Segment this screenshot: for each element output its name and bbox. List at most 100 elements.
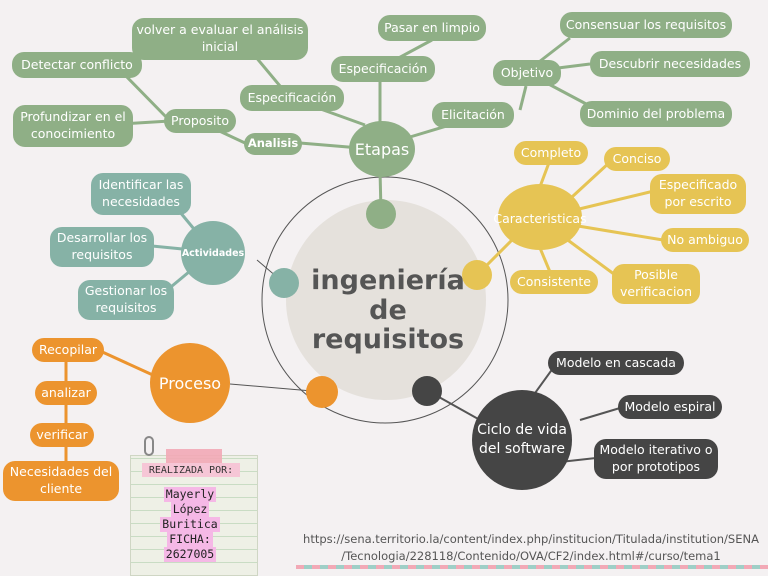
proposito-node: Proposito: [164, 109, 236, 133]
analizar-node: analizar: [35, 381, 97, 405]
gestionar-line-1: Gestionar los: [84, 283, 168, 299]
orange-connector-dot: [306, 376, 338, 408]
profundizar-line-1: Profundizar en el: [20, 109, 126, 125]
ciclo-hub: Ciclo de vida del software: [472, 390, 572, 490]
detectar-node: Detectar conflicto: [12, 52, 142, 78]
caracteristicas-hub: Caracteristicas: [493, 184, 587, 250]
necesidades-line-1: Necesidades del: [9, 464, 113, 480]
dark-connector-dot: [412, 376, 442, 406]
caracteristicas-hub-label: Caracteristicas: [493, 210, 587, 226]
gestionar-node: Gestionar los requisitos: [78, 280, 174, 320]
proceso-hub: Proceso: [150, 343, 230, 423]
iterativo-line-1: Modelo iterativo o: [599, 442, 713, 458]
pasar-label: Pasar en limpio: [384, 19, 480, 35]
completo-label: Completo: [520, 144, 582, 160]
tape: [166, 449, 222, 463]
analizar-label: analizar: [41, 384, 91, 400]
ficha-label: FICHA:: [167, 531, 213, 547]
dominio-node: Dominio del problema: [580, 101, 732, 127]
cascada-node: Modelo en cascada: [548, 351, 684, 375]
profundizar-node: Profundizar en el conocimiento: [13, 105, 133, 147]
descubrir-label: Descubrir necesidades: [598, 55, 742, 71]
completo-node: Completo: [514, 141, 588, 165]
verificar-label: verificar: [36, 426, 88, 442]
note-heading: REALIZADA POR:: [142, 463, 240, 477]
objetivo-node: Objetivo: [493, 60, 561, 86]
center-circle: [286, 200, 486, 400]
especificado-line-2: por escrito: [664, 194, 732, 209]
iterativo-line-2: por prototipos: [611, 459, 701, 474]
teal-connector-dot: [269, 268, 299, 298]
especificacion-left-label: Especificación: [247, 89, 337, 105]
identificar-node: Identificar las necesidades: [91, 173, 191, 215]
especificacion-top-label: Especificación: [338, 60, 428, 76]
source-url[interactable]: https://sena.territorio.la/content/index…: [296, 531, 766, 564]
volver-evaluar-node: volver a evaluar el análisis inicial: [132, 18, 308, 60]
desarrollar-line-2: requisitos: [71, 247, 133, 262]
volver-line-1: volver a evaluar el análisis: [136, 22, 304, 38]
proceso-hub-label: Proceso: [158, 373, 222, 393]
volver-line-2: inicial: [201, 39, 239, 54]
verificar-node: verificar: [30, 423, 94, 447]
paperclip-icon: [144, 436, 154, 456]
espiral-node: Modelo espiral: [618, 395, 722, 419]
analisis-node: Analisis: [244, 133, 302, 155]
recopilar-label: Recopilar: [38, 341, 97, 357]
iterativo-node: Modelo iterativo o por prototipos: [594, 439, 718, 479]
espiral-label: Modelo espiral: [624, 398, 716, 414]
author-info: Mayerly López Buritica FICHA: 2627005: [148, 487, 232, 562]
consensuar-label: Consensuar los requisitos: [565, 16, 727, 32]
proposito-label: Proposito: [171, 112, 229, 128]
actividades-hub: Actividades: [181, 221, 245, 285]
center-ring: [261, 176, 509, 424]
detectar-label: Detectar conflicto: [21, 56, 133, 72]
consistente-label: Consistente: [517, 273, 591, 289]
ciclo-hub-line-1: Ciclo de vida: [477, 422, 567, 439]
identificar-line-1: Identificar las: [98, 177, 184, 193]
especificado-line-1: Especificado: [658, 177, 738, 193]
especificacion-node-top: Especificación: [331, 56, 435, 82]
consensuar-node: Consensuar los requisitos: [560, 12, 732, 38]
objetivo-label: Objetivo: [500, 64, 554, 80]
etapas-hub-label: Etapas: [354, 139, 410, 159]
desarrollar-line-1: Desarrollar los: [56, 230, 148, 246]
posible-line-1: Posible: [634, 267, 678, 283]
descubrir-node: Descubrir necesidades: [590, 51, 750, 77]
yellow-connector-dot: [462, 260, 492, 290]
title-line-3: requisitos: [311, 324, 465, 356]
ciclo-hub-line-2: del software: [479, 441, 565, 457]
gestionar-line-2: requisitos: [95, 300, 157, 315]
cascada-label: Modelo en cascada: [556, 354, 676, 370]
etapas-hub: Etapas: [349, 121, 415, 177]
no-ambiguo-node: No ambiguo: [661, 228, 749, 252]
conciso-label: Conciso: [612, 150, 662, 166]
author-name-3: Buritica: [160, 516, 220, 532]
proceso-connector-dark: [229, 383, 313, 392]
profundizar-line-2: conocimiento: [30, 126, 116, 141]
ficha-value: 2627005: [163, 546, 217, 562]
author-name-2: López: [170, 501, 210, 517]
no-ambiguo-label: No ambiguo: [667, 231, 743, 247]
source-url-line-1[interactable]: https://sena.territorio.la/content/index…: [303, 532, 759, 546]
consistente-node: Consistente: [510, 270, 598, 294]
posible-node: Posible verificacion: [612, 264, 700, 304]
elicitacion-node: Elicitación: [432, 102, 514, 128]
especificacion-node-left: Especificación: [240, 85, 344, 111]
title-line-2: de: [369, 294, 407, 326]
source-url-line-2[interactable]: /Tecnologia/228118/Contenido/OVA/CF2/ind…: [341, 548, 721, 563]
pasar-node: Pasar en limpio: [378, 15, 486, 41]
title-line-1: ingeniería: [311, 265, 465, 296]
posible-line-2: verificacion: [619, 284, 693, 299]
actividades-hub-label: Actividades: [181, 247, 245, 259]
author-name-1: Mayerly: [163, 487, 217, 502]
desarrollar-node: Desarrollar los requisitos: [50, 227, 154, 267]
identificar-line-2: necesidades: [102, 194, 180, 209]
especificado-node: Especificado por escrito: [650, 174, 746, 214]
dominio-label: Dominio del problema: [586, 105, 726, 121]
necesidades-cliente-node: Necesidades del cliente: [3, 461, 119, 501]
decorative-stripe: [296, 565, 768, 569]
central-topic: ingeniería de requisitos: [300, 266, 476, 355]
analisis-label: Analisis: [247, 136, 299, 151]
elicitacion-label: Elicitación: [441, 106, 505, 122]
recopilar-node: Recopilar: [32, 338, 104, 362]
